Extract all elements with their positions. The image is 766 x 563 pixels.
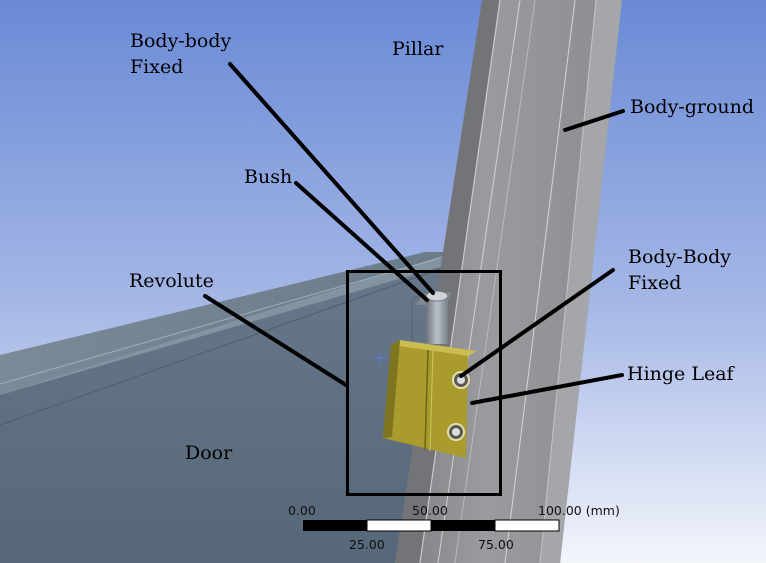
highlight-box [346,270,502,496]
scale-tick-0: 0.00 [288,503,316,518]
leader-lines [203,62,625,405]
label-body-ground: Body-ground [630,96,755,118]
leader-body-ground [563,109,625,132]
label-door: Door [185,442,233,464]
leader-revolute [203,294,348,387]
leader-hinge-leaf [470,373,624,405]
hinge-leaf-body [383,340,477,458]
door-body [0,252,470,563]
leader-body-body-fixed-right [459,268,615,378]
scale-tick-25: 25.00 [349,537,385,552]
label-hinge-leaf: Hinge Leaf [627,363,734,385]
label-bush: Bush [244,166,293,188]
leader-bush [294,181,429,302]
scale-tick-75: 75.00 [478,537,514,552]
label-pillar: Pillar [392,38,444,60]
label-body-body-fixed-right: Body-Body Fixed [628,246,732,294]
scale-tick-100: 100.00 (mm) [538,503,620,518]
leader-body-body-fixed [228,62,435,295]
origin-marker-icon [373,351,387,365]
scale-bar [303,519,560,532]
scale-tick-50: 50.00 [412,503,448,518]
label-body-body-fixed-top: Body-body Fixed [130,30,232,78]
label-revolute: Revolute [129,270,214,292]
bush-body [411,290,452,345]
